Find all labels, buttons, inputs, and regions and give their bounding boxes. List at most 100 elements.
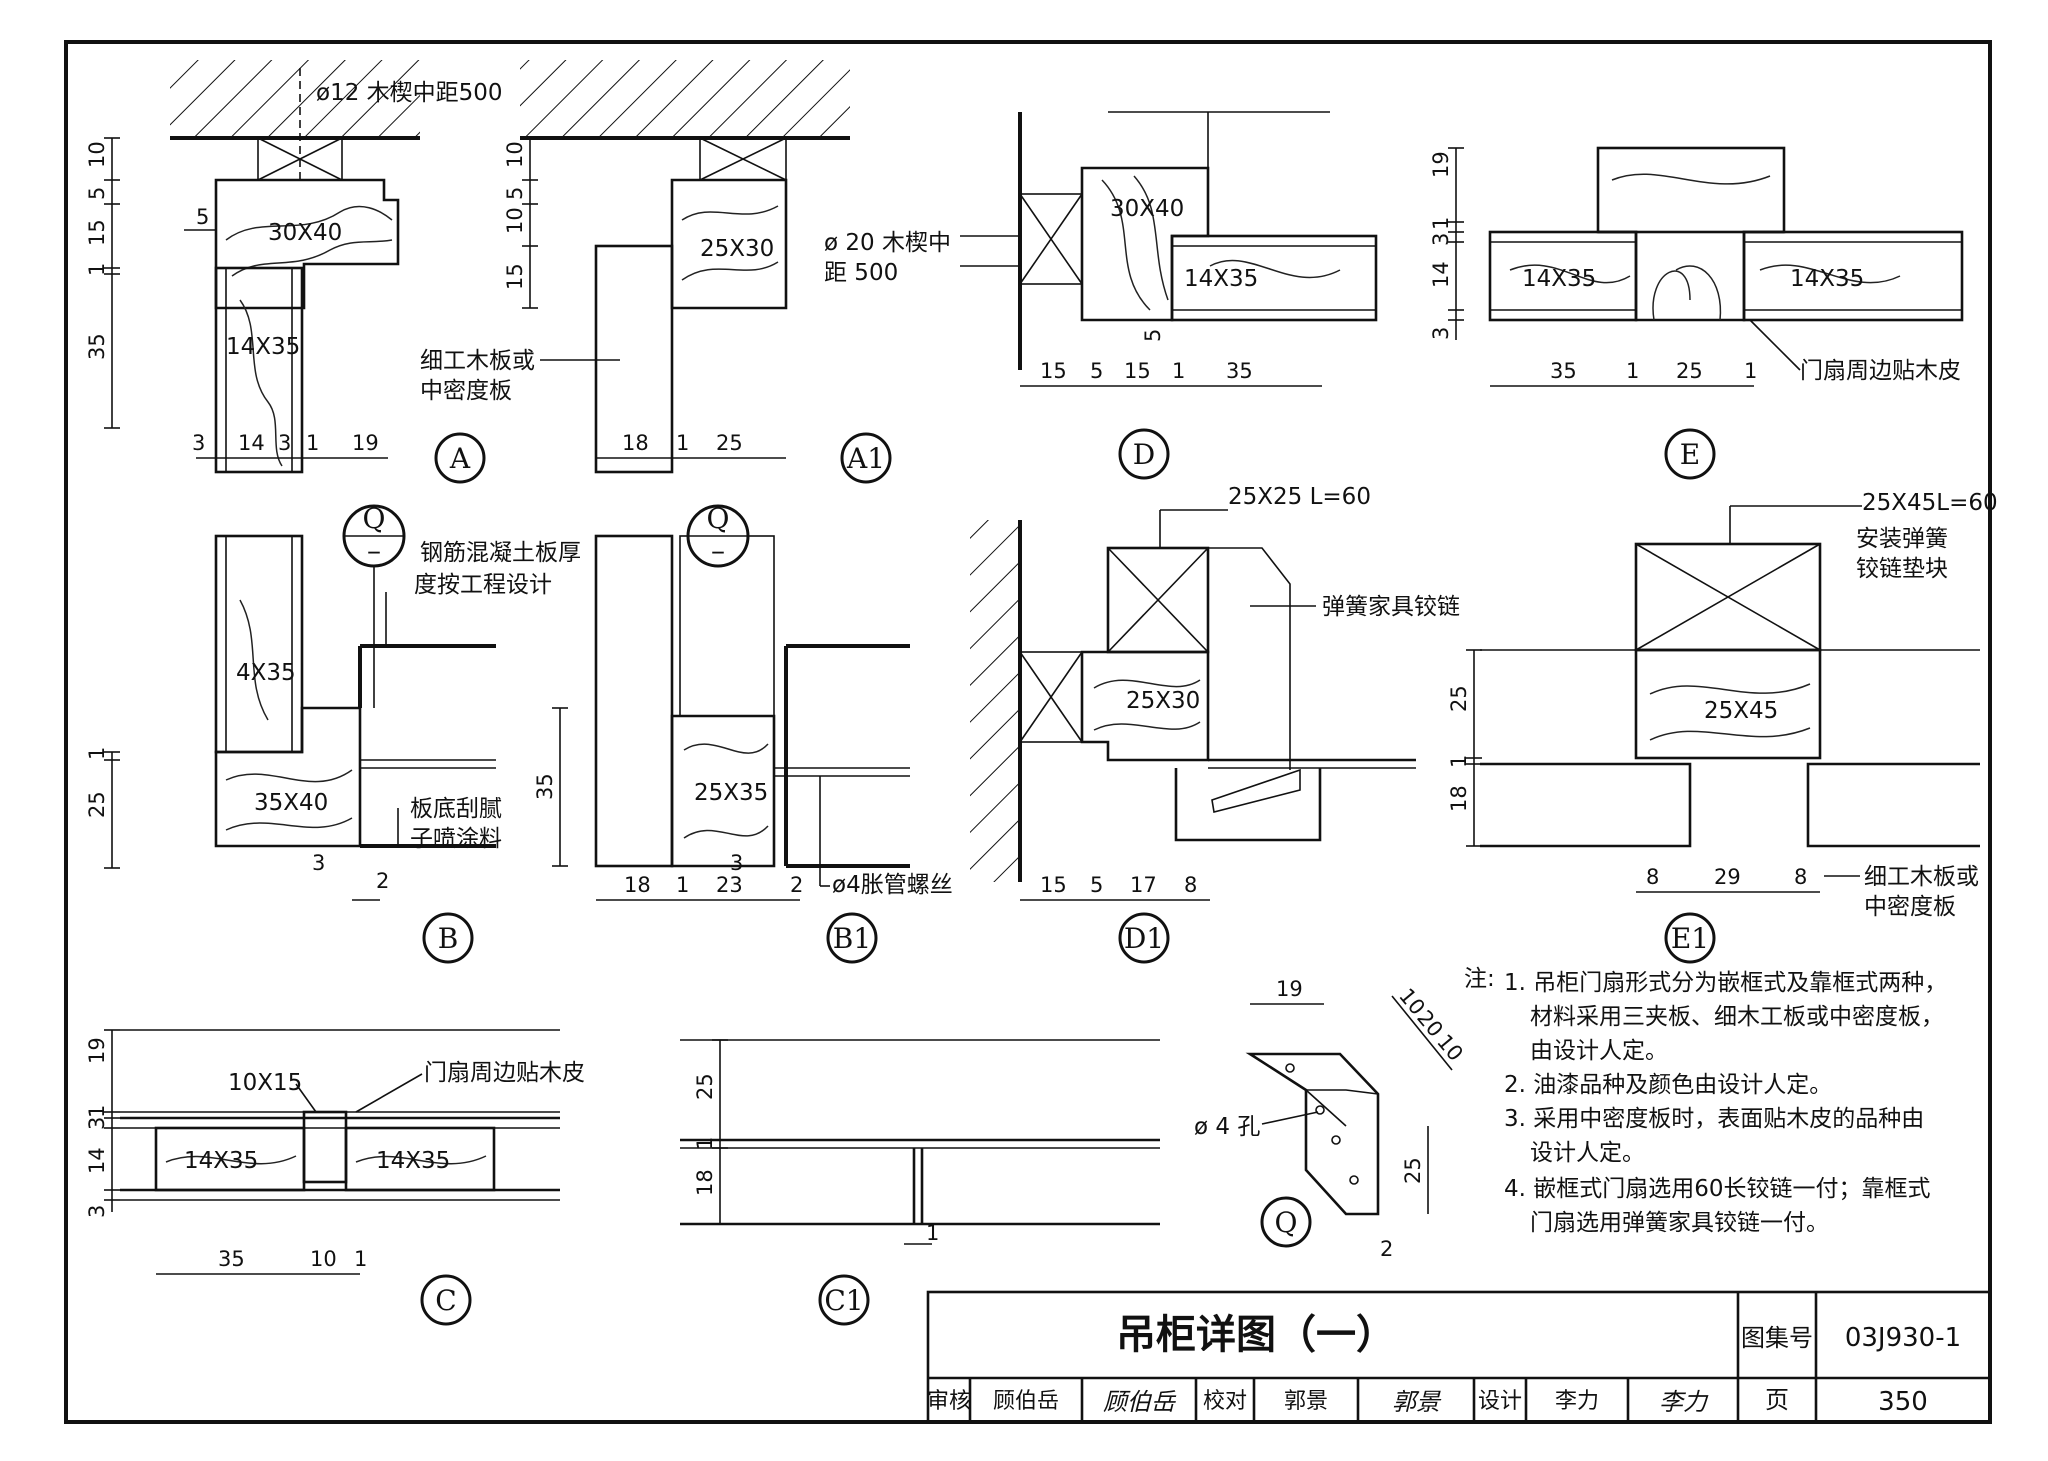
dim-label: 5 bbox=[1090, 359, 1103, 383]
dim-label: 1 bbox=[85, 263, 109, 276]
notes-prefix: 注: bbox=[1464, 966, 1495, 992]
member-label: 4X35 bbox=[236, 660, 296, 686]
dim-label: 1 bbox=[354, 1247, 367, 1271]
detail-tag: D bbox=[1133, 438, 1155, 471]
dim-label: 5 bbox=[196, 205, 209, 229]
designer-name: 李力 bbox=[1555, 1389, 1599, 1414]
drawing-title: 吊柜详图（一） bbox=[1116, 1312, 1396, 1358]
member-label: 25X45 bbox=[1704, 698, 1778, 724]
door-leaf bbox=[1170, 234, 1378, 322]
dim-label: 8 bbox=[1184, 873, 1197, 897]
annotation: ø12 木楔中距500 bbox=[316, 80, 503, 106]
dim-label: 18 bbox=[622, 431, 649, 455]
dim-label: 19 bbox=[1429, 151, 1453, 178]
member-label: 14X35 bbox=[376, 1148, 450, 1174]
member-label: 30X40 bbox=[268, 220, 342, 246]
dim-label: 15 bbox=[1124, 359, 1151, 383]
annotation: 门扇周边贴木皮 bbox=[424, 1060, 585, 1086]
dim-label: 1 bbox=[85, 747, 109, 760]
dim-label: 29 bbox=[1714, 865, 1741, 889]
detail-tag: C bbox=[435, 1284, 456, 1317]
dim-label: 10 bbox=[1432, 1030, 1468, 1066]
note-line: 由设计人定。 bbox=[1530, 1038, 1668, 1064]
detail-tag: Q bbox=[1275, 1206, 1298, 1239]
dim-label: 25 bbox=[1676, 359, 1703, 383]
detail-tag: A bbox=[449, 442, 471, 475]
dim-label: 5 bbox=[1141, 329, 1165, 342]
dim-label: 19 bbox=[85, 1037, 109, 1064]
dim-label: 8 bbox=[1646, 865, 1659, 889]
dim-label: 5 bbox=[1090, 873, 1103, 897]
dim-label: 3 bbox=[1429, 327, 1453, 340]
dim-label: 35 bbox=[1226, 359, 1253, 383]
detail-ref-sub: – bbox=[367, 534, 381, 567]
detail-tag: B bbox=[438, 922, 459, 955]
member-label: 35X40 bbox=[254, 790, 328, 816]
dim-label: 1 bbox=[85, 1105, 109, 1118]
door-leaf bbox=[1480, 762, 1692, 848]
design-label: 设计 bbox=[1478, 1389, 1522, 1414]
annotation: 25X25 L=60 bbox=[1228, 484, 1371, 510]
dim-label: 19 bbox=[1276, 977, 1303, 1001]
dim-label: 3 bbox=[1429, 233, 1453, 246]
member-label: 14X35 bbox=[1522, 266, 1596, 292]
note-line: 2. 油漆品种及颜色由设计人定。 bbox=[1504, 1072, 1832, 1098]
note-line: 4. 嵌框式门扇选用60长铰链一付；靠框式 bbox=[1504, 1176, 1931, 1202]
annotation: ø 4 孔 bbox=[1194, 1114, 1260, 1140]
annotation: ø4胀管螺丝 bbox=[832, 872, 953, 898]
check-label: 校对 bbox=[1203, 1389, 1247, 1414]
door-leaf bbox=[214, 266, 304, 474]
dim-label: 3 bbox=[278, 431, 291, 455]
member-label: 30X40 bbox=[1110, 196, 1184, 222]
ceiling-slab bbox=[170, 60, 420, 138]
detail-e: 14X35 14X35 19 1 3 14 3 35 1 25 1 门扇周边贴木… bbox=[1429, 146, 1964, 480]
atlas-number: 03J930-1 bbox=[1845, 1323, 1961, 1353]
detail-tag: B1 bbox=[833, 922, 871, 955]
dim-label: 25 bbox=[1401, 1157, 1425, 1184]
dim-label: 2 bbox=[376, 869, 389, 893]
dim-label: 15 bbox=[1040, 873, 1067, 897]
dim-label: 10 bbox=[85, 141, 109, 168]
dim-label: 35 bbox=[85, 333, 109, 360]
reviewer-signature: 顾伯岳 bbox=[1103, 1388, 1177, 1416]
annotation: 细工木板或 bbox=[420, 348, 535, 374]
dim-label: 5 bbox=[503, 187, 527, 200]
dim-label: 3 bbox=[192, 431, 205, 455]
dim-label: 14 bbox=[238, 431, 265, 455]
member-label: 14X35 bbox=[226, 334, 300, 360]
annotation: 板底刮腻 bbox=[410, 796, 502, 822]
dim-label: 15 bbox=[503, 263, 527, 290]
detail-tag: D1 bbox=[1124, 922, 1164, 955]
detail-c1: 25 1 18 1 C1 bbox=[680, 1039, 1160, 1326]
dim-label: 17 bbox=[1130, 873, 1157, 897]
annotation: 门扇周边贴木皮 bbox=[1800, 358, 1961, 384]
dim-label: 35 bbox=[1550, 359, 1577, 383]
note-line: 设计人定。 bbox=[1530, 1140, 1645, 1166]
dim-label: 15 bbox=[85, 219, 109, 246]
dim-label: 35 bbox=[218, 1247, 245, 1271]
annotation: 中密度板 bbox=[420, 378, 512, 404]
annotation: 钢筋混凝土板厚 bbox=[420, 540, 581, 566]
dim-label: 3 bbox=[312, 851, 325, 875]
dim-label: 10 bbox=[503, 207, 527, 234]
dim-label: 19 bbox=[352, 431, 379, 455]
detail-d1: 25X30 25X25 L=60 弹簧家具铰链 15 5 17 8 D1 bbox=[970, 484, 1460, 964]
detail-tag: A1 bbox=[846, 442, 885, 475]
title-block: 吊柜详图（一） 图集号 03J930-1 页 350 审核 顾伯岳 顾伯岳 校对… bbox=[926, 1290, 1992, 1424]
detail-e1: 25X45 25X45L=60 安装弹簧 铰链垫块 25 1 18 8 29 8… bbox=[1447, 490, 1998, 964]
dim-label: 18 bbox=[1447, 785, 1471, 812]
dim-label: 18 bbox=[693, 1169, 717, 1196]
detail-a: 30X40 14X35 10 5 15 1 35 5 3 14 3 1 19 ø… bbox=[85, 60, 503, 484]
dim-label: 18 bbox=[624, 873, 651, 897]
checker-name: 郭景 bbox=[1284, 1389, 1328, 1414]
dim-label: 3 bbox=[85, 1117, 109, 1130]
dim-label: 1 bbox=[693, 1137, 717, 1150]
dim-label: 1 bbox=[306, 431, 319, 455]
detail-tag: E1 bbox=[1671, 922, 1709, 955]
detail-tag: E bbox=[1680, 438, 1700, 471]
detail-b1: 25X35 Q – 35 18 1 23 3 2 ø4胀管螺丝 B1 bbox=[533, 502, 953, 964]
review-label: 审核 bbox=[927, 1389, 971, 1414]
member-label: 14X35 bbox=[1184, 266, 1258, 292]
dim-label: 3 bbox=[85, 1205, 109, 1218]
